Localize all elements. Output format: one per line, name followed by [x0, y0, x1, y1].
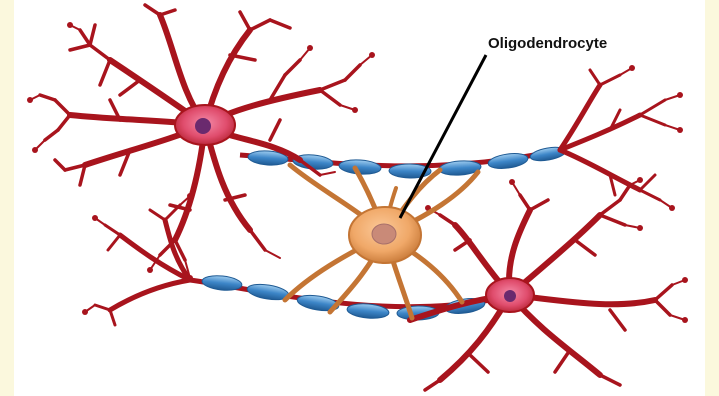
neuron-right-dendrites — [560, 65, 683, 211]
myelin-segment — [487, 151, 529, 170]
label-pointer-line — [400, 55, 486, 218]
neuron-nucleus — [504, 290, 516, 302]
oligodendrocyte-nucleus — [372, 224, 396, 244]
upper-myelin-sheaths — [248, 145, 567, 178]
neuron-lower-right — [410, 177, 688, 390]
neuron-left-dendrites — [82, 193, 193, 325]
neuron-upper-left — [27, 5, 375, 281]
upper-axon — [240, 145, 567, 178]
neuron-nucleus — [195, 118, 211, 134]
myelin-segment — [201, 274, 242, 292]
oligodendrocyte-label: Oligodendrocyte — [488, 35, 607, 52]
